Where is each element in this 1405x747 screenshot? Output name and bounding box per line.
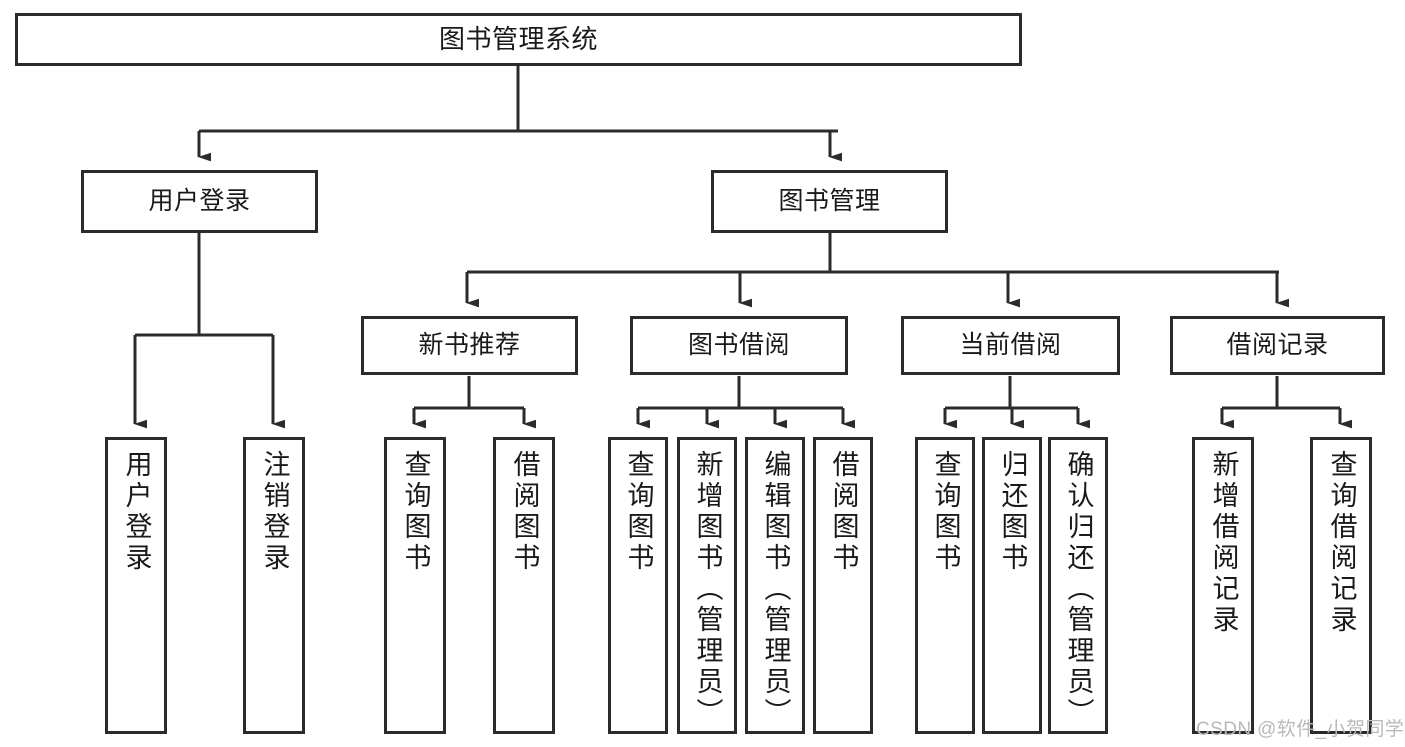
node-label: 确认归还（管理员） xyxy=(1063,450,1094,729)
node-label: 查询图书 xyxy=(623,450,654,574)
leaf-new-book-borrow[interactable]: 借阅图书 xyxy=(493,437,555,734)
node-label: 编辑图书（管理员） xyxy=(760,450,791,729)
node-label: 借阅图书 xyxy=(509,450,540,574)
node-label: 图书管理系统 xyxy=(438,24,598,55)
leaf-book-borrow-edit[interactable]: 编辑图书（管理员） xyxy=(745,437,805,734)
node-label: 用户登录 xyxy=(121,450,152,574)
node-label: 新书推荐 xyxy=(418,331,521,359)
node-root-system[interactable]: 图书管理系统 xyxy=(15,13,1022,66)
node-label: 用户登录 xyxy=(148,187,251,215)
leaf-current-borrow-query[interactable]: 查询图书 xyxy=(915,437,975,734)
leaf-borrow-record-add[interactable]: 新增借阅记录 xyxy=(1192,437,1254,734)
node-label: 图书管理 xyxy=(778,187,881,215)
leaf-user-login-logout[interactable]: 注销登录 xyxy=(243,437,305,734)
node-label: 新增借阅记录 xyxy=(1208,450,1239,636)
node-label: 新增图书（管理员） xyxy=(692,450,723,729)
node-label: 查询图书 xyxy=(400,450,431,574)
leaf-current-borrow-return[interactable]: 归还图书 xyxy=(982,437,1042,734)
leaf-book-borrow-query[interactable]: 查询图书 xyxy=(608,437,668,734)
node-label: 查询借阅记录 xyxy=(1326,450,1357,636)
node-label: 查询图书 xyxy=(930,450,961,574)
leaf-current-borrow-confirm[interactable]: 确认归还（管理员） xyxy=(1048,437,1108,734)
node-label: 图书借阅 xyxy=(687,331,790,359)
leaf-user-login-login[interactable]: 用户登录 xyxy=(105,437,167,734)
node-book-management[interactable]: 图书管理 xyxy=(711,170,948,233)
node-label: 借阅图书 xyxy=(828,450,859,574)
csdn-watermark: CSDN @软件_小贺同学 xyxy=(1196,719,1405,740)
node-label: 注销登录 xyxy=(259,450,290,574)
node-book-borrow[interactable]: 图书借阅 xyxy=(630,316,848,375)
leaf-new-book-query[interactable]: 查询图书 xyxy=(384,437,446,734)
node-label: 归还图书 xyxy=(997,450,1028,574)
node-user-login[interactable]: 用户登录 xyxy=(81,170,318,233)
node-current-borrow[interactable]: 当前借阅 xyxy=(901,316,1120,375)
leaf-book-borrow-borrow[interactable]: 借阅图书 xyxy=(813,437,873,734)
leaf-borrow-record-query[interactable]: 查询借阅记录 xyxy=(1310,437,1372,734)
leaf-book-borrow-add[interactable]: 新增图书（管理员） xyxy=(677,437,737,734)
node-label: 借阅记录 xyxy=(1226,331,1329,359)
node-new-book-recommend[interactable]: 新书推荐 xyxy=(361,316,578,375)
node-label: 当前借阅 xyxy=(959,331,1062,359)
node-borrow-record[interactable]: 借阅记录 xyxy=(1170,316,1385,375)
